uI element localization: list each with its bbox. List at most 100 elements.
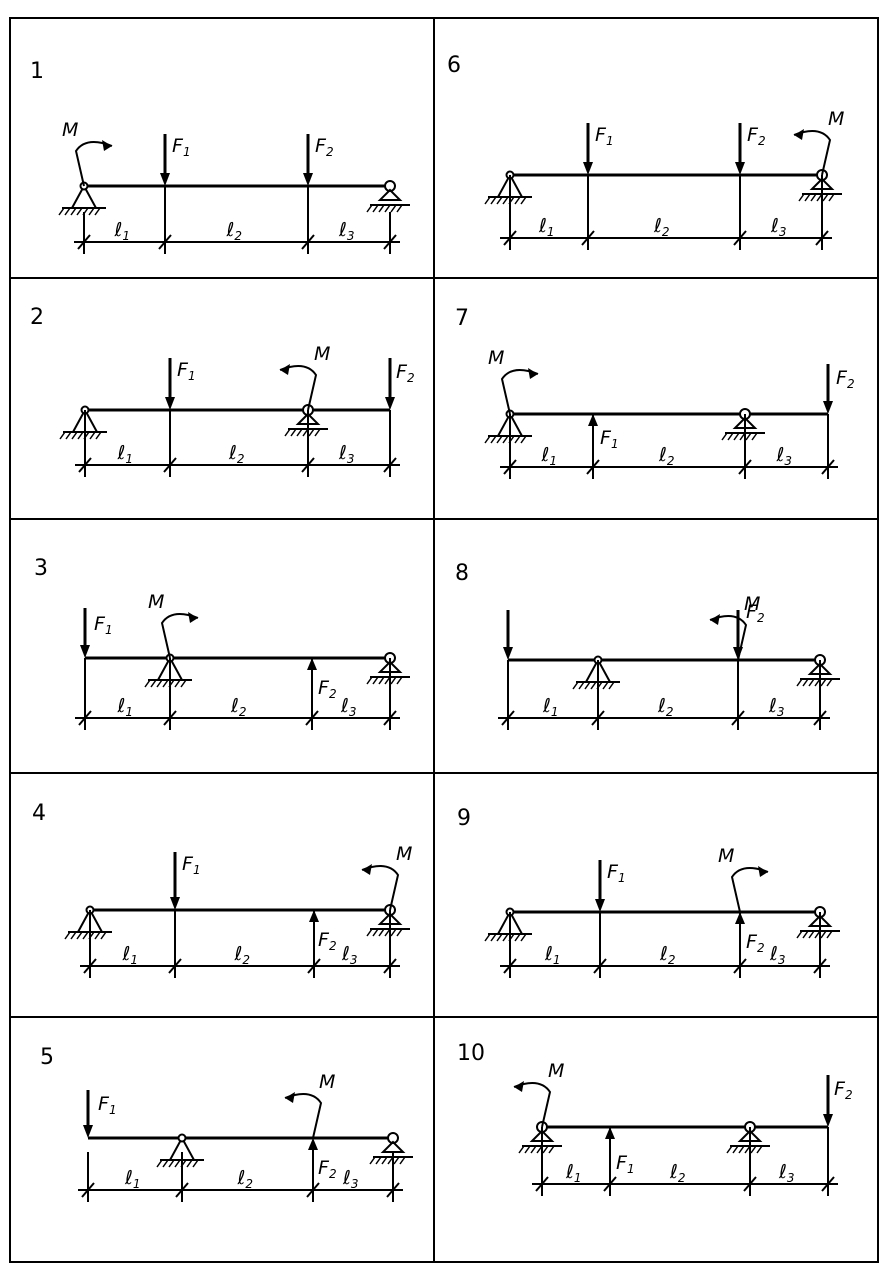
ground-hatch: [584, 681, 591, 690]
ground-hatch: [608, 681, 615, 690]
dimension-tick: [77, 234, 91, 250]
force-arrow-down: F1: [595, 860, 626, 912]
force-label: F1: [94, 613, 113, 637]
ground-hatch: [733, 432, 740, 441]
ground-hatch: [548, 1145, 555, 1154]
ground-hatch: [602, 681, 609, 690]
span-label-main: ℓ: [234, 943, 243, 965]
force-label-main: F: [595, 124, 607, 146]
span-label: ℓ1: [114, 219, 131, 243]
span-label: ℓ3: [769, 943, 786, 967]
ground-hatch: [396, 928, 403, 937]
moment-label: M: [62, 119, 78, 141]
ground-hatch: [372, 676, 379, 685]
ground-hatch: [396, 676, 403, 685]
force-arrow-down: F2: [303, 134, 334, 186]
ground-hatch: [156, 679, 163, 688]
ground-hatch: [572, 681, 579, 690]
force-label-main: F: [94, 613, 106, 635]
span-label: ℓ1: [541, 444, 558, 468]
force-label-sub: 2: [757, 941, 765, 955]
ground-hatch: [802, 678, 809, 687]
moment-head: [280, 364, 290, 375]
dimension-tick: [821, 459, 835, 475]
ground-hatch: [88, 207, 95, 216]
span-label-sub: 1: [574, 1171, 582, 1185]
span-label: ℓ1: [565, 1161, 582, 1185]
span-label: ℓ2: [659, 943, 676, 967]
ground-hatch: [484, 196, 491, 205]
ground-hatch: [502, 435, 509, 444]
dimension-tick: [733, 958, 747, 974]
ground-hatch: [94, 931, 101, 940]
dimension-tick: [81, 1182, 95, 1198]
ground-hatch: [381, 1156, 388, 1165]
ground-hatch: [826, 930, 833, 939]
force-label-sub: 2: [329, 939, 337, 953]
ground-hatch: [162, 1159, 169, 1168]
force-label-sub: 1: [611, 437, 619, 451]
span-label-sub: 2: [667, 454, 675, 468]
force-arrow-down: F1: [170, 852, 201, 910]
dimension-tick: [386, 1182, 400, 1198]
moment-arrow: M: [488, 347, 539, 415]
ground-hatch: [369, 1156, 376, 1165]
dimension-tick: [503, 230, 517, 246]
ground-hatch: [530, 1145, 537, 1154]
span-label: ℓ2: [653, 215, 670, 239]
grid-frame: [9, 17, 879, 1263]
moment-head: [528, 368, 538, 379]
ground-hatch: [174, 1159, 181, 1168]
span-label-sub: 1: [133, 1177, 141, 1191]
force-label: F1: [595, 124, 614, 148]
span-label: ℓ3: [342, 1167, 359, 1191]
span-label-sub: 2: [666, 705, 674, 719]
moment-head: [188, 612, 198, 623]
ground-hatch: [378, 676, 385, 685]
force-head: [80, 645, 90, 658]
force-arrow-down: F1: [165, 358, 196, 410]
ground-hatch: [804, 193, 811, 202]
ground-hatch: [76, 207, 83, 216]
span-label: ℓ1: [117, 442, 134, 466]
dimension-tick: [305, 710, 319, 726]
force-label-sub: 1: [109, 1103, 117, 1117]
ground-hatch: [590, 681, 597, 690]
ground-hatch: [518, 1145, 525, 1154]
ground-hatch: [94, 207, 101, 216]
ground-hatch: [396, 204, 403, 213]
ground-hatch: [64, 931, 71, 940]
dimension-tick: [158, 234, 172, 250]
span-label-sub: 1: [551, 705, 559, 719]
pin-support: [64, 905, 112, 940]
dimension-tick: [383, 457, 397, 473]
force-arrow-down: F1: [80, 608, 113, 658]
ground-hatch: [820, 678, 827, 687]
force-label: F1: [600, 427, 619, 451]
ground-hatch: [144, 679, 151, 688]
dimension-tick: [301, 234, 315, 250]
force-head: [385, 397, 395, 410]
span-label-sub: 2: [234, 229, 242, 243]
moment-head: [362, 864, 372, 875]
span-label-main: ℓ: [228, 442, 237, 464]
force-arrow-down: F2: [735, 123, 766, 175]
span-label: ℓ3: [338, 442, 355, 466]
span-label-main: ℓ: [124, 1167, 133, 1189]
ground-hatch: [756, 1145, 763, 1154]
span-label-main: ℓ: [769, 943, 778, 965]
ground-hatch: [82, 931, 89, 940]
dimension-tick: [535, 1176, 549, 1192]
dimension-tick: [591, 710, 605, 726]
force-head: [303, 173, 313, 186]
ground-hatch: [290, 428, 297, 437]
ground-hatch: [520, 933, 527, 942]
force-head: [595, 899, 605, 912]
force-label-main: F: [616, 1152, 628, 1174]
ground-hatch: [496, 933, 503, 942]
force-label-sub: 2: [758, 134, 766, 148]
